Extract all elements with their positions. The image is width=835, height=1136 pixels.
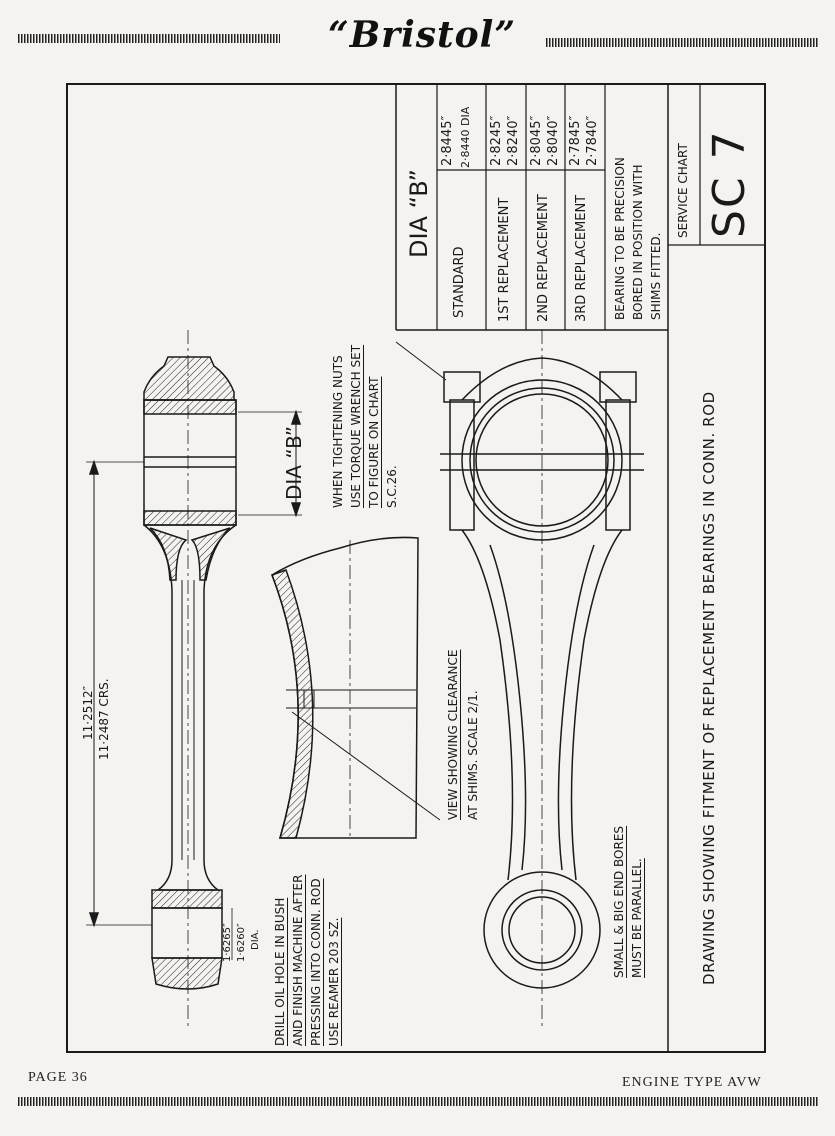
small-end-dimension-1: 1·6265″ [222, 923, 233, 962]
rod-front-view [395, 330, 644, 1030]
engine-type: ENGINE TYPE AVW [622, 1075, 762, 1090]
row-3rd-label: 3RD REPLACEMENT [574, 194, 589, 322]
small-end-dimension-3: DIA. [250, 929, 261, 951]
row-3rd-value-1: 2·7845″ [568, 115, 583, 166]
service-chart-label: SERVICE CHART [676, 143, 690, 238]
shims-detail-view [271, 536, 441, 839]
chart-number: SC 7 [704, 129, 755, 238]
header-rule-left [18, 34, 280, 43]
header-rule-right [546, 38, 818, 47]
row-3rd-value-2: 2·7840″ [585, 115, 600, 166]
row-2nd-value-1: 2·8045″ [529, 115, 544, 166]
torque-note-line-3: TO FIGURE ON CHART [367, 376, 381, 509]
drill-note-line-2: AND FINISH MACHINE AFTER [291, 874, 305, 1046]
row-1st-value-1: 2·8245″ [489, 115, 504, 166]
centres-dimension-1: 11·2512″ [81, 685, 95, 740]
dia-b-dimension-label: DIA “B” [282, 425, 306, 500]
row-2nd-value-2: 2·8040″ [546, 115, 561, 166]
torque-note-line-4: S.C.26. [385, 465, 399, 508]
drill-note-line-1: DRILL OIL HOLE IN BUSH [273, 897, 287, 1046]
drill-note-line-4: USE REAMER 203 SZ. [327, 917, 341, 1046]
bores-note-line-2: MUST BE PARALLEL. [630, 858, 644, 978]
drawing-frame [66, 83, 766, 1053]
row-1st-label: 1ST REPLACEMENT [497, 197, 512, 322]
bearing-note-line-2: BORED IN POSITION WITH [631, 164, 645, 320]
footer-rule [18, 1097, 818, 1106]
bearing-note-line-3: SHIMS FITTED. [649, 232, 663, 321]
page-number: PAGE 36 [28, 1070, 88, 1085]
chart-dia-b-heading: DIA “B” [405, 169, 433, 258]
row-standard-value-1: 2·8445″ [440, 115, 455, 166]
drill-note-line-3: PRESSING INTO CONN. ROD [309, 878, 323, 1046]
bores-note-line-1: SMALL & BIG END BORES [612, 825, 626, 978]
row-1st-value-2: 2·8240″ [506, 115, 521, 166]
brand-logo: “Bristol” [328, 14, 517, 56]
row-standard-label: STANDARD [452, 246, 467, 318]
drawing-caption: DRAWING SHOWING FITMENT OF REPLACEMENT B… [700, 391, 718, 985]
centres-dimension-2: 11·2487 CRS. [97, 678, 111, 760]
service-chart-table [395, 85, 764, 1052]
shims-note-line-2: AT SHIMS. SCALE 2/1. [466, 690, 480, 820]
rod-side-view [86, 330, 302, 1030]
small-end-dimension-2: 1·6260″ [236, 923, 247, 962]
row-2nd-label: 2ND REPLACEMENT [536, 194, 551, 322]
row-standard-value-2: 2·8440 DIA [459, 106, 472, 168]
torque-note-line-1: WHEN TIGHTENING NUTS [331, 355, 345, 508]
shims-note-line-1: VIEW SHOWING CLEARANCE [446, 649, 460, 820]
torque-note-line-2: USE TORQUE WRENCH SET [349, 344, 363, 508]
bearing-note-line-1: BEARING TO BE PRECISION [613, 157, 627, 320]
